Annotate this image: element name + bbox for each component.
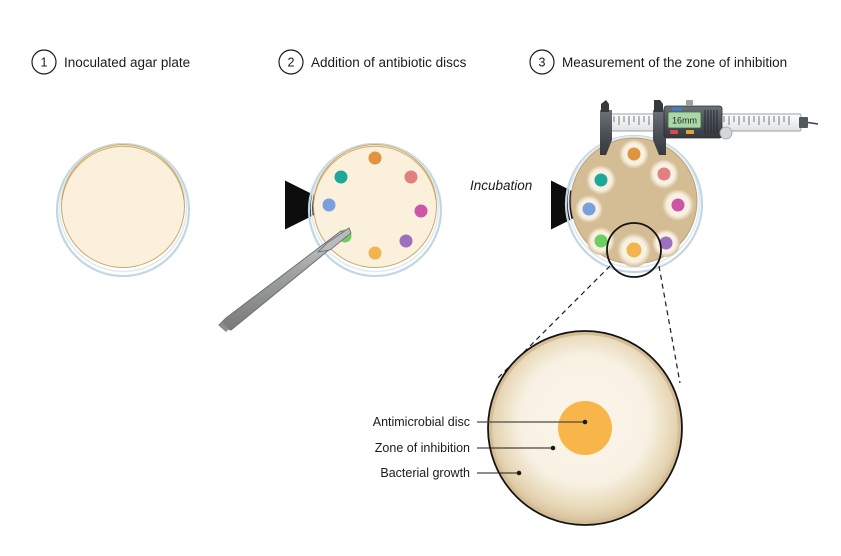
step-title-2: Addition of antibiotic discs (311, 55, 467, 70)
petri-plate-1 (55, 142, 191, 278)
caliper-thumb-wheel[interactable] (719, 126, 733, 140)
forceps (218, 227, 352, 332)
disc-orange-top (368, 151, 382, 165)
disc-purple (399, 234, 413, 248)
plate-2-agar-highlight (313, 145, 437, 201)
caliper-reading: 16mm (672, 116, 697, 126)
disc-teal (594, 173, 608, 187)
magnified-zone-view (487, 330, 683, 526)
step-number-badge-2 (278, 49, 304, 75)
step-number-3: 3 (539, 56, 546, 70)
caliper-jaw-fixed (600, 110, 612, 155)
step-number-badge-3 (529, 49, 555, 75)
disc-salmon (657, 167, 671, 181)
connector-dash-right (658, 265, 681, 384)
transition-arrow-2: Incubation (459, 178, 600, 230)
step-number-badge-1 (31, 49, 57, 75)
petri-plate-2 (307, 142, 443, 278)
magnifier-connector-lines (496, 265, 681, 384)
caliper-jaw-sliding (653, 110, 666, 155)
plate-3-rim-mid (567, 135, 701, 269)
step-number-2: 2 (288, 56, 295, 70)
disc-orange-bottom (368, 246, 382, 260)
caliper-depth-rod (807, 121, 819, 125)
step-title-1: Inoculated agar plate (64, 55, 190, 70)
caliper-button-blue[interactable] (672, 107, 682, 111)
step-header-1: 1 Inoculated agar plate (31, 49, 190, 75)
callout-label-antimicrobial-disc: Antimicrobial disc (373, 415, 470, 429)
plate-1-agar-highlight (61, 145, 185, 201)
forceps-upper-arm (316, 227, 352, 253)
step-title-3: Measurement of the zone of inhibition (562, 55, 787, 70)
disc-blue (582, 202, 596, 216)
plate-3-disc-group (575, 139, 694, 267)
callout-antimicrobial-disc: Antimicrobial disc (373, 415, 588, 429)
disc-teal (334, 170, 348, 184)
caliper-end-cap (799, 117, 808, 128)
leader-dot-antimicrobial-disc (582, 419, 588, 425)
callout-label-bacterial-growth: Bacterial growth (380, 466, 470, 480)
caliper-jaw-fixed-tip (601, 100, 609, 112)
disc-salmon (404, 170, 418, 184)
callout-zone-of-inhibition: Zone of inhibition (375, 441, 556, 455)
disc-blue (322, 198, 336, 212)
forceps-tail-cap (219, 322, 229, 332)
disc-green (594, 234, 608, 248)
plate-1-agar (61, 144, 185, 268)
caliper-jaw-sliding-tip (654, 100, 663, 112)
petri-plate-3 (564, 134, 704, 278)
leader-dot-bacterial-growth (516, 470, 522, 476)
disc-purple (659, 236, 673, 250)
caliper-lock-screw[interactable] (686, 100, 693, 106)
caliper-button-orange[interactable] (686, 130, 694, 134)
magnified-antimicrobial-disc (558, 401, 612, 455)
disc-orange-top (627, 147, 641, 161)
disc-magenta (414, 204, 428, 218)
caliper-grip-ridges (704, 110, 718, 134)
disc-orange-bottom (626, 242, 642, 258)
step-header-3: 3 Measurement of the zone of inhibition (529, 49, 787, 75)
caliper-lcd-screen (667, 111, 702, 129)
callout-label-zone-of-inhibition: Zone of inhibition (375, 441, 470, 455)
incubation-label: Incubation (470, 178, 532, 193)
leader-dot-zone-of-inhibition (550, 445, 556, 451)
disc-magenta (671, 198, 685, 212)
step-header-2: 2 Addition of antibiotic discs (278, 49, 467, 75)
step-number-1: 1 (41, 56, 48, 70)
caliper-button-red[interactable] (670, 130, 678, 134)
magnification-selection-circle (606, 222, 662, 278)
digital-caliper: 16mm (600, 100, 819, 155)
callout-bacterial-growth: Bacterial growth (380, 466, 522, 480)
